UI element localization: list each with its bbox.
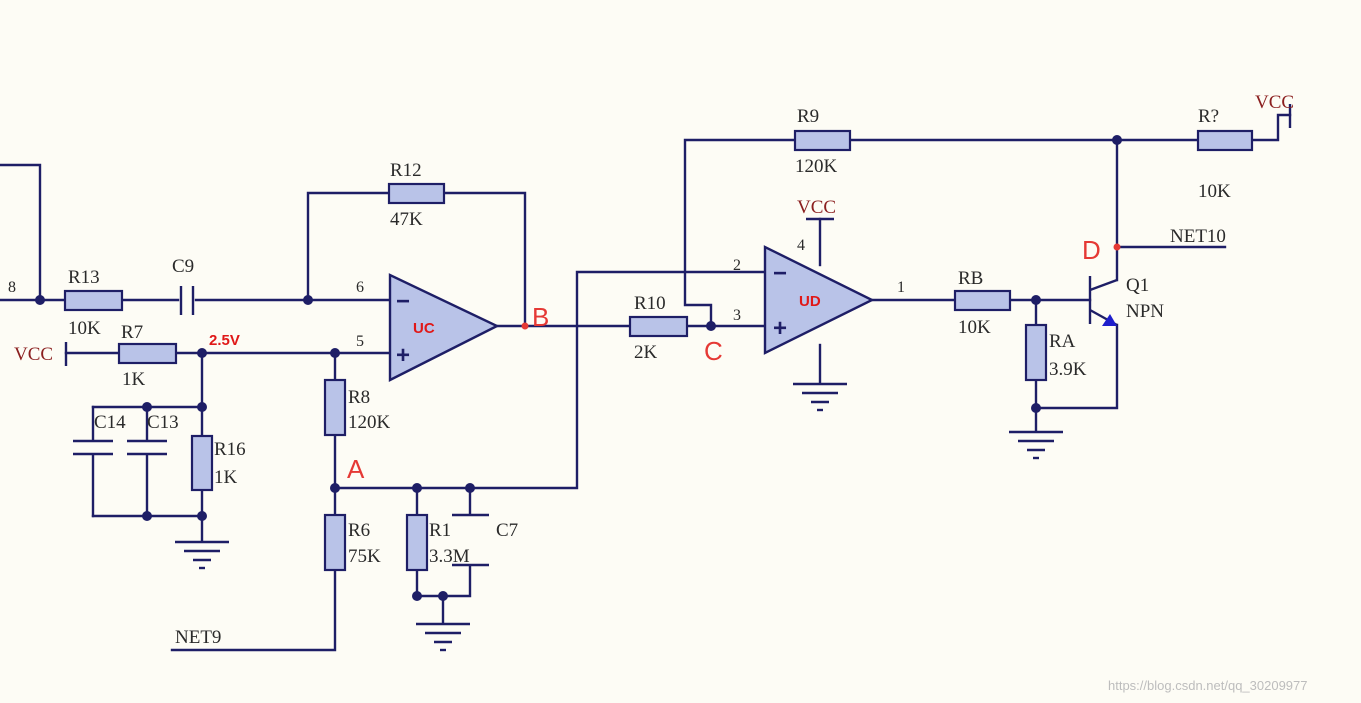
vcc-label: VCC — [1255, 92, 1294, 113]
node-label-d: D — [1082, 235, 1101, 265]
capacitor-c7 — [452, 513, 489, 567]
node-label-b: B — [532, 302, 549, 332]
ra-label: RA — [1049, 331, 1076, 352]
pin-label: 3 — [733, 307, 741, 324]
ground-icon — [175, 540, 229, 570]
resistor-r1 — [405, 513, 429, 572]
r10-value: 2K — [634, 342, 658, 363]
r12-label: R12 — [390, 160, 422, 181]
resistor-r6 — [323, 513, 347, 572]
r8-value: 120K — [348, 412, 391, 433]
plus-sign: + — [396, 342, 410, 369]
pin-label: 1 — [897, 279, 905, 296]
rb-value: 10K — [958, 317, 991, 338]
r8-label: R8 — [348, 387, 370, 408]
r6-label: R6 — [348, 520, 370, 541]
opamp-ud-label: UD — [799, 293, 821, 310]
r12-value: 47K — [390, 209, 423, 230]
plus-sign: + — [773, 315, 787, 342]
resistor-r10 — [628, 315, 689, 338]
pin-label: 2 — [733, 257, 741, 274]
opamp-uc — [388, 273, 500, 382]
capacitor-c13 — [127, 439, 167, 456]
transistor-q1 — [1088, 276, 1118, 327]
c7-label: C7 — [496, 520, 518, 541]
pin-label: 5 — [356, 333, 364, 350]
resistor-rq — [1196, 129, 1254, 152]
r13-label: R13 — [68, 267, 100, 288]
resistor-ra — [1024, 323, 1048, 382]
resistor-r16 — [190, 434, 214, 492]
vcc-label: VCC — [14, 344, 53, 365]
r1-value: 3.3M — [429, 546, 470, 567]
minus-sign: − — [396, 288, 410, 315]
power-symbols — [64, 104, 1292, 366]
watermark: https://blog.csdn.net/qq_30209977 — [1108, 678, 1308, 693]
r1-label: R1 — [429, 520, 451, 541]
rq-label: R? — [1198, 106, 1219, 127]
r13-value: 10K — [68, 318, 101, 339]
r10-label: R10 — [634, 293, 666, 314]
node-label-a: A — [347, 454, 365, 484]
resistor-r8 — [323, 378, 347, 437]
net9-label: NET9 — [175, 627, 221, 648]
resistor-r7 — [117, 342, 178, 365]
wires — [0, 113, 1292, 652]
junctions — [35, 135, 1122, 601]
ground-symbols — [175, 382, 1063, 652]
rb-label: RB — [958, 268, 983, 289]
node-label-c: C — [704, 336, 723, 366]
voltage-annotation: 2.5V — [209, 332, 240, 349]
c9-label: C9 — [172, 256, 194, 277]
q1-label: Q1 — [1126, 275, 1149, 296]
ra-value: 3.9K — [1049, 359, 1087, 380]
pin-label: 8 — [8, 279, 16, 296]
ground-icon — [416, 622, 470, 652]
r6-value: 75K — [348, 546, 381, 567]
resistors — [63, 129, 1254, 572]
r16-value: 1K — [214, 467, 238, 488]
opamp-uc-label: UC — [413, 320, 435, 337]
opamp-ud — [763, 245, 875, 355]
r9-value: 120K — [795, 156, 838, 177]
emitter-arrow-icon — [1102, 314, 1117, 326]
capacitor-c14 — [73, 439, 113, 456]
net10-label: NET10 — [1170, 226, 1226, 247]
resistor-r12 — [387, 182, 446, 205]
r7-label: R7 — [121, 322, 143, 343]
resistor-r13 — [63, 289, 124, 312]
r9-label: R9 — [797, 106, 819, 127]
capacitor-c9 — [179, 286, 195, 315]
minus-sign: − — [773, 260, 787, 287]
q1-type: NPN — [1126, 301, 1164, 322]
ground-icon — [793, 382, 847, 412]
capacitors — [73, 286, 489, 567]
ground-icon — [1009, 430, 1063, 460]
r16-label: R16 — [214, 439, 246, 460]
labels: 8 R13 10K C9 R7 1K VCC 2.5V C14 C13 R16 … — [8, 92, 1308, 693]
c13-label: C13 — [147, 412, 179, 433]
pin-label: 6 — [356, 279, 364, 296]
pin-label: 4 — [797, 237, 805, 254]
rq-value: 10K — [1198, 181, 1231, 202]
r7-value: 1K — [122, 369, 146, 390]
resistor-rb — [953, 289, 1012, 312]
c14-label: C14 — [94, 412, 126, 433]
resistor-r9 — [793, 129, 852, 152]
vcc-label: VCC — [797, 197, 836, 218]
